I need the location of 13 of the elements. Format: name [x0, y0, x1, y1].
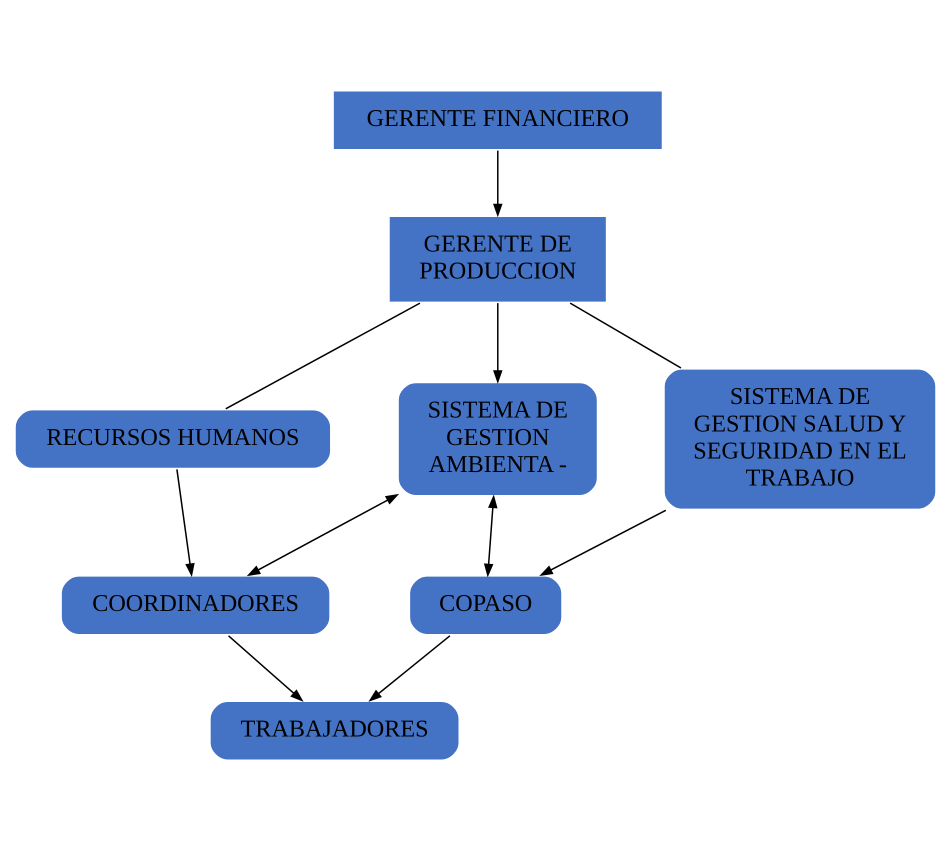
arrow [368, 635, 450, 702]
arrow [539, 510, 666, 576]
node-box: RECURSOS HUMANOS [12, 407, 334, 471]
arrow [484, 494, 498, 578]
arrow [176, 469, 195, 578]
node-box: SISTEMA DE GESTION SALUD Y SEGURIDAD EN EL TRABAJO [662, 366, 938, 512]
connector [570, 302, 682, 369]
connector [225, 302, 420, 410]
arrow [246, 494, 400, 576]
node-box: GERENTE FINANCIERO [330, 88, 665, 152]
arrow [493, 150, 503, 218]
arrow [228, 635, 304, 702]
arrow [493, 303, 503, 384]
